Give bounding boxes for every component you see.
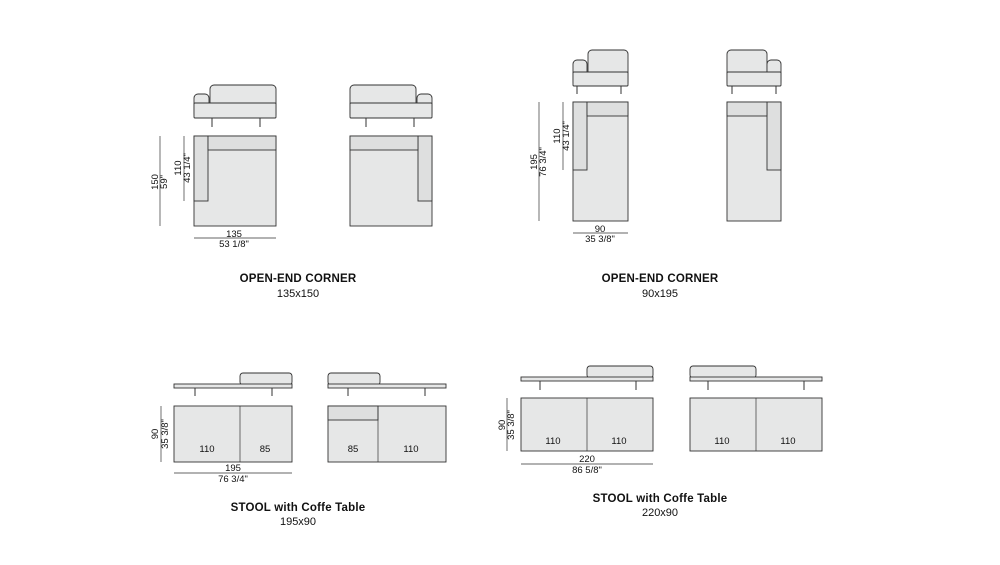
width-cm: 195 [225,463,241,474]
width-in: 53 1/8" [219,239,249,250]
inner-in: 43 1/4" [561,121,572,151]
plan-outline [173,405,293,463]
module-stool-coffee-table-195x90: 110 85 85 110 195 76 3/4" 90 35 3/8" STO… [150,372,447,528]
inner-cm: 110 [173,160,184,175]
width-cm: 135 [226,229,242,240]
module-size: 135x150 [277,288,319,300]
coffee-table-top [520,376,654,382]
front-elevation-left [572,49,629,94]
front-elevation-right [689,365,823,390]
front-elevation-right [349,84,433,127]
module-open-end-corner-135x150: 135 53 1/8" 150 59" 110 43 1/4" OPEN-END… [150,84,433,300]
module-open-end-corner-90x195: 90 35 3/8" 195 76 3/4" 110 43 1/4" OPEN-… [529,49,782,300]
depth-in: 35 3/8" [506,410,517,440]
plan-view-right: 85 110 [327,405,447,463]
coffee-table-top [173,383,293,389]
seat-base [193,102,277,119]
cell-value: 110 [545,436,560,447]
width-cm: 90 [595,224,606,235]
cell-value: 110 [403,444,418,455]
plan-view-left [572,101,629,222]
cell-value: 85 [348,444,359,455]
plan-view-left: 110 110 [520,397,654,452]
module-title: STOOL with Coffe Table [231,502,366,514]
seat-base [726,71,782,87]
depth-in: 35 3/8" [160,419,171,449]
width-cm: 220 [579,454,595,465]
depth-cm: 90 [150,429,161,440]
module-size: 195x90 [280,516,316,528]
plan-armrest [572,101,588,171]
plan-backrest [349,135,419,151]
module-title: OPEN-END CORNER [240,273,357,285]
depth-in: 59" [159,175,170,189]
seat-base [349,102,433,119]
front-elevation-left [173,372,293,396]
width-in: 35 3/8" [585,234,615,245]
depth-cm: 195 [529,154,540,170]
stool-cushion [689,365,757,379]
module-title: OPEN-END CORNER [602,273,719,285]
cell-value: 110 [780,436,795,447]
stool-cushion [586,365,654,379]
module-size: 90x195 [642,288,678,300]
module-size: 220x90 [642,507,678,519]
seat-base [572,71,629,87]
inner-cm: 110 [552,128,563,143]
module-title: STOOL with Coffe Table [593,493,728,505]
plan-backrest [726,101,768,117]
cell-value: 85 [260,444,271,455]
stool-cushion [327,372,381,386]
plan-view-right [349,135,433,227]
plan-view-left [193,135,277,227]
plan-armrest [193,135,209,202]
cell-value: 110 [611,436,626,447]
stool-cushion [239,372,293,386]
inner-in: 43 1/4" [182,153,193,183]
plan-backrest [207,135,277,151]
front-elevation-right [327,372,447,396]
width-in: 86 5/8" [572,465,602,476]
plan-stool-top [327,405,379,421]
plan-view-left: 110 85 [173,405,293,463]
coffee-table-top [327,383,447,389]
depth-cm: 90 [497,420,508,431]
module-stool-coffee-table-220x90: 110 110 110 110 220 86 5/8" 90 35 3/8" S… [497,365,823,519]
depth-in: 76 3/4" [538,147,549,177]
width-in: 76 3/4" [218,474,248,485]
front-elevation-left [193,84,277,127]
cell-value: 110 [199,444,214,455]
cell-value: 110 [714,436,729,447]
plan-armrest [766,101,782,171]
coffee-table-top [689,376,823,382]
plan-armrest [417,135,433,202]
depth-cm: 150 [150,174,161,190]
front-elevation-right [726,49,782,94]
front-elevation-left [520,365,654,390]
plan-backrest [586,101,629,117]
plan-view-right: 110 110 [689,397,823,452]
plan-view-right [726,101,782,222]
